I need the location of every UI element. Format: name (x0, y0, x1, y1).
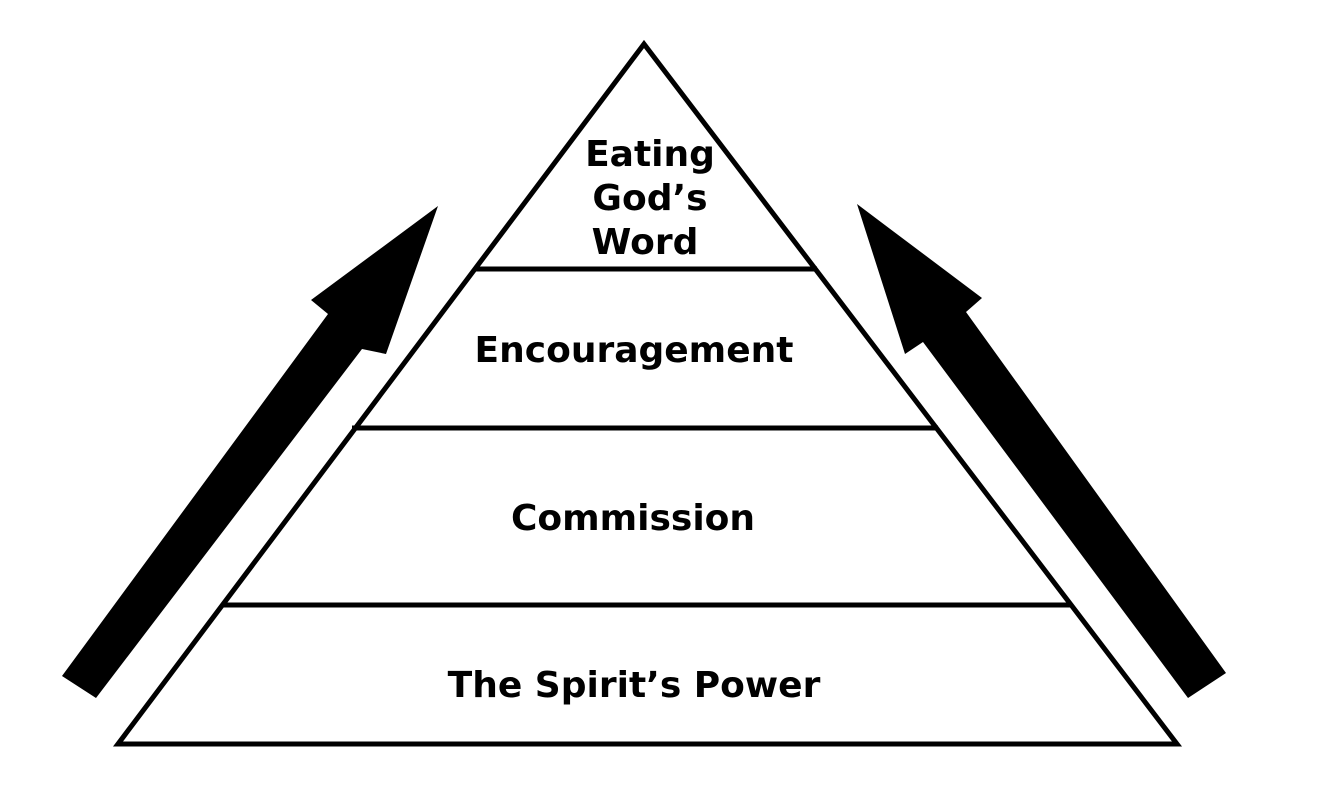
tier-label-line: God’s (592, 178, 707, 219)
tier-label-line: The Spirit’s Power (448, 665, 821, 706)
tier-spirits-power: The Spirit’s Power (448, 665, 821, 706)
tier-label-line: Encouragement (475, 330, 794, 371)
tier-label-line: Commission (511, 498, 755, 539)
right-arrow-icon (857, 204, 1226, 698)
tier-label-line: Eating (585, 134, 715, 175)
pyramid-outline (112, 39, 1183, 747)
tier-top: Eating God’s Word (585, 134, 715, 263)
left-arrow-icon (62, 206, 438, 698)
tier-label-line: Word (592, 222, 699, 263)
tier-commission: Commission (511, 498, 755, 539)
tier-encouragement: Encouragement (475, 330, 794, 371)
